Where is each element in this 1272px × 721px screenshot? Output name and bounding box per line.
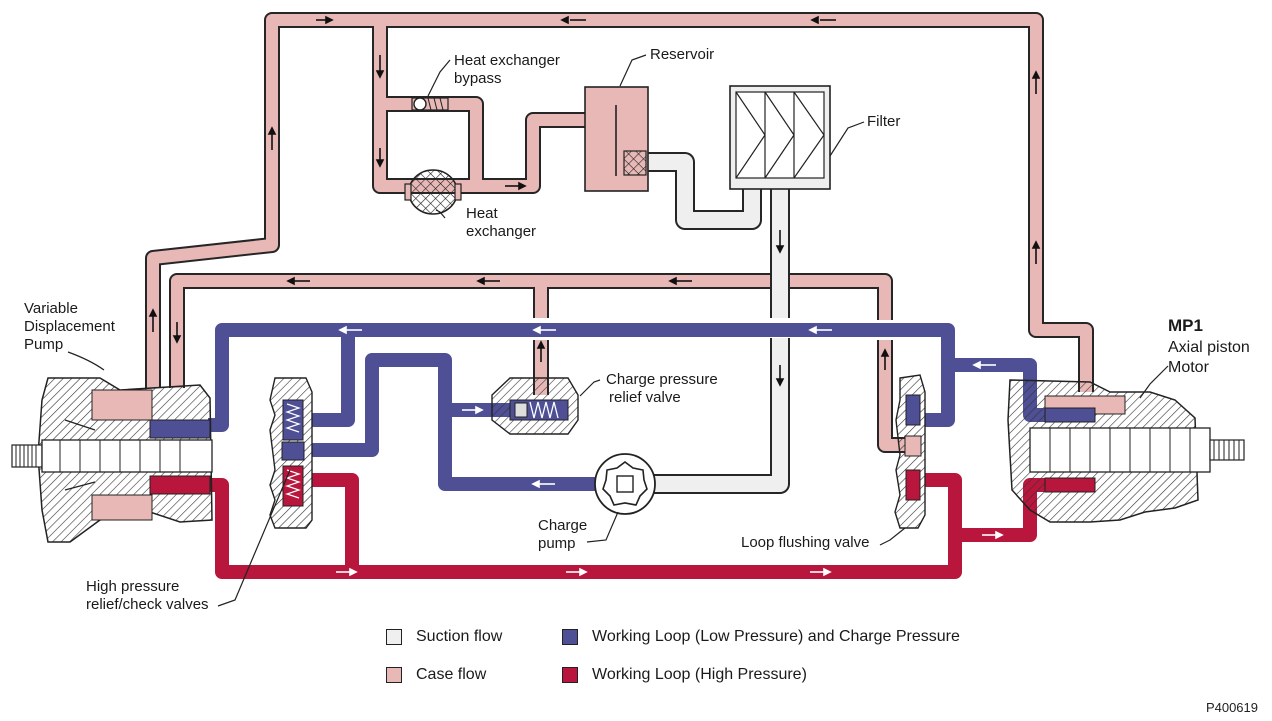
variable-pump-label-line3: Pump — [24, 336, 64, 353]
hp-relief-label: High pressure relief/check valves — [86, 578, 209, 614]
variable-pump-label-line2: Displacement — [24, 318, 115, 335]
axial-piston-motor — [1007, 379, 1245, 523]
motor-name-label: Axial piston Motor — [1168, 338, 1250, 378]
legend-item-low-pressure: Working Loop (Low Pressure) and Charge P… — [562, 628, 960, 646]
motor-name-label-line2: Motor — [1168, 359, 1209, 376]
charge-pressure-relief-valve — [491, 377, 579, 435]
heat-exchanger-bypass-label: Heat exchanger bypass — [454, 52, 560, 88]
charge-pump-label-line2: pump — [538, 535, 576, 552]
heat-exchanger-label-line1: Heat — [466, 205, 498, 222]
legend-item-high-pressure: Working Loop (High Pressure) — [562, 666, 807, 684]
reservoir — [584, 86, 649, 192]
legend-swatch-suction — [386, 629, 402, 645]
legend-swatch-case — [386, 667, 402, 683]
legend-item-suction: Suction flow — [386, 628, 502, 646]
heat-exchanger-bypass-label-line2: bypass — [454, 70, 502, 87]
variable-displacement-pump — [11, 377, 213, 543]
filter-label: Filter — [867, 113, 901, 130]
charge-relief-label-line1: Charge pressure — [606, 371, 718, 388]
filter — [729, 85, 831, 190]
hp-relief-label-line2: relief/check valves — [86, 596, 209, 613]
heat-exchanger-label-line2: exchanger — [466, 223, 537, 240]
legend-item-case: Case flow — [386, 666, 486, 684]
heat-exchanger-bypass-valve — [411, 97, 449, 111]
legend-label-low-pressure: Working Loop (Low Pressure) and Charge P… — [592, 628, 960, 645]
legend-swatch-low-pressure — [562, 629, 578, 645]
legend-label-case: Case flow — [416, 666, 487, 683]
loop-flushing-label: Loop flushing valve — [741, 534, 870, 551]
hp-relief-label-line1: High pressure — [86, 578, 180, 595]
legend-label-high-pressure: Working Loop (High Pressure) — [592, 666, 807, 683]
charge-pump-label: Charge pump — [538, 517, 587, 553]
loop-flushing-valve — [894, 374, 926, 529]
hp-relief-check-valves — [269, 377, 313, 529]
leader-lines — [67, 54, 1169, 607]
reservoir-label: Reservoir — [650, 46, 715, 63]
charge-relief-label: Charge pressure relief valve — [606, 371, 718, 407]
charge-pump — [594, 453, 656, 515]
heat-exchanger-bypass-label-line1: Heat exchanger — [454, 52, 560, 69]
figure-code: P400619 — [1205, 700, 1258, 715]
charge-relief-label-line2: relief valve — [609, 389, 681, 406]
heat-exchanger-label: Heat exchanger — [466, 205, 536, 241]
heat-exchanger — [404, 169, 462, 215]
charge-pump-label-line1: Charge — [538, 517, 588, 534]
motor-code-label: MP1 — [1168, 316, 1203, 335]
variable-pump-label: Variable Displacement Pump — [24, 300, 115, 354]
variable-pump-label-line1: Variable — [24, 300, 78, 317]
motor-name-label-line1: Axial piston — [1168, 339, 1250, 356]
legend-swatch-high-pressure — [562, 667, 578, 683]
flow-arrows — [148, 15, 1041, 577]
legend-label-suction: Suction flow — [416, 628, 503, 645]
